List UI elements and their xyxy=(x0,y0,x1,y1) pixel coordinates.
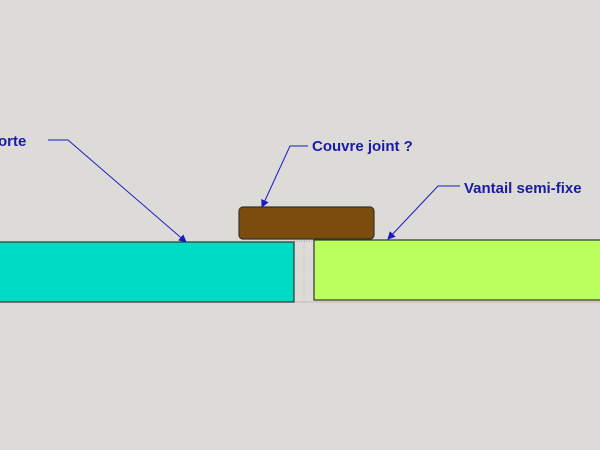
vantail-leader-line xyxy=(387,185,460,240)
porte-panel xyxy=(0,241,295,303)
vantail-panel xyxy=(313,239,600,301)
couvre-joint-label: Couvre joint ? xyxy=(312,138,413,155)
vantail-label: Vantail semi-fixe xyxy=(464,180,582,197)
porte-label: orte xyxy=(0,133,26,150)
couvre-joint-piece xyxy=(238,206,375,240)
porte-leader-line xyxy=(48,139,187,243)
couvre-joint-leader-line xyxy=(261,145,308,208)
